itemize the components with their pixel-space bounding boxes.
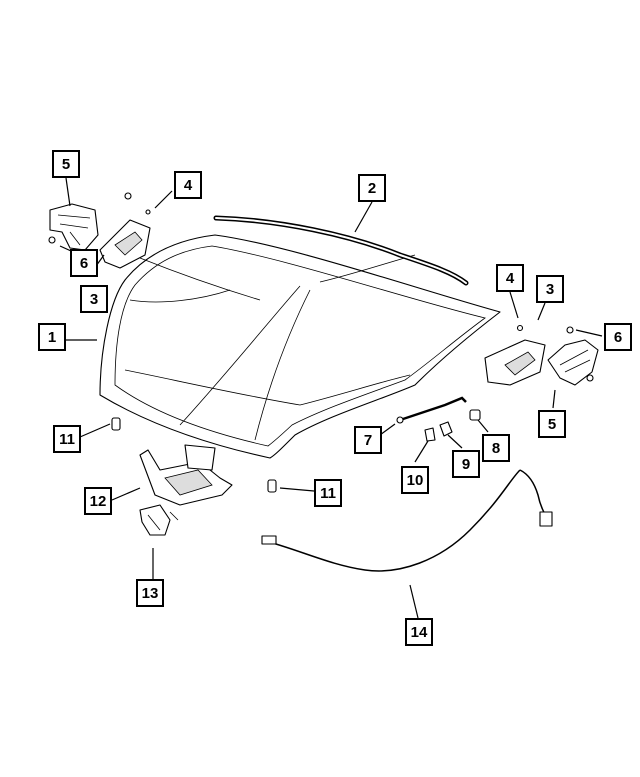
bolt-icon (48, 236, 56, 244)
bolt-icon (124, 192, 132, 200)
callout-14: 14 (405, 618, 433, 646)
callout-7: 7 (354, 426, 382, 454)
hinge-right (547, 339, 599, 386)
bolt-icon (566, 326, 574, 334)
bolt-icon (586, 374, 594, 382)
callout-3: 3 (536, 275, 564, 303)
bracket-left (99, 219, 151, 269)
bumper (267, 479, 277, 493)
callout-1: 1 (38, 323, 66, 351)
leader-lines (59, 177, 603, 619)
bolt-icon (516, 324, 524, 332)
callout-11: 11 (314, 479, 342, 507)
release-cable (261, 469, 521, 572)
bolt-icon (145, 209, 151, 215)
callout-5: 5 (52, 150, 80, 178)
retainer (424, 427, 436, 442)
prop-rod (399, 396, 467, 422)
callout-12: 12 (84, 487, 112, 515)
latch-bracket (139, 444, 233, 506)
callout-9: 9 (452, 450, 480, 478)
bracket-right (484, 339, 546, 386)
callout-4: 4 (174, 171, 202, 199)
callout-8: 8 (482, 434, 510, 462)
grommet (469, 409, 481, 421)
cable-handle (539, 511, 553, 527)
callout-2: 2 (358, 174, 386, 202)
hinge-left (49, 203, 99, 251)
callout-13: 13 (136, 579, 164, 607)
callout-4: 4 (496, 264, 524, 292)
callout-11: 11 (53, 425, 81, 453)
clip (439, 421, 453, 437)
callout-6: 6 (604, 323, 632, 351)
callout-10: 10 (401, 466, 429, 494)
callout-5: 5 (538, 410, 566, 438)
callout-3: 3 (80, 285, 108, 313)
hood-panel (99, 234, 501, 459)
bumper (111, 417, 121, 431)
callout-6: 6 (70, 249, 98, 277)
hood-latch (139, 504, 179, 536)
